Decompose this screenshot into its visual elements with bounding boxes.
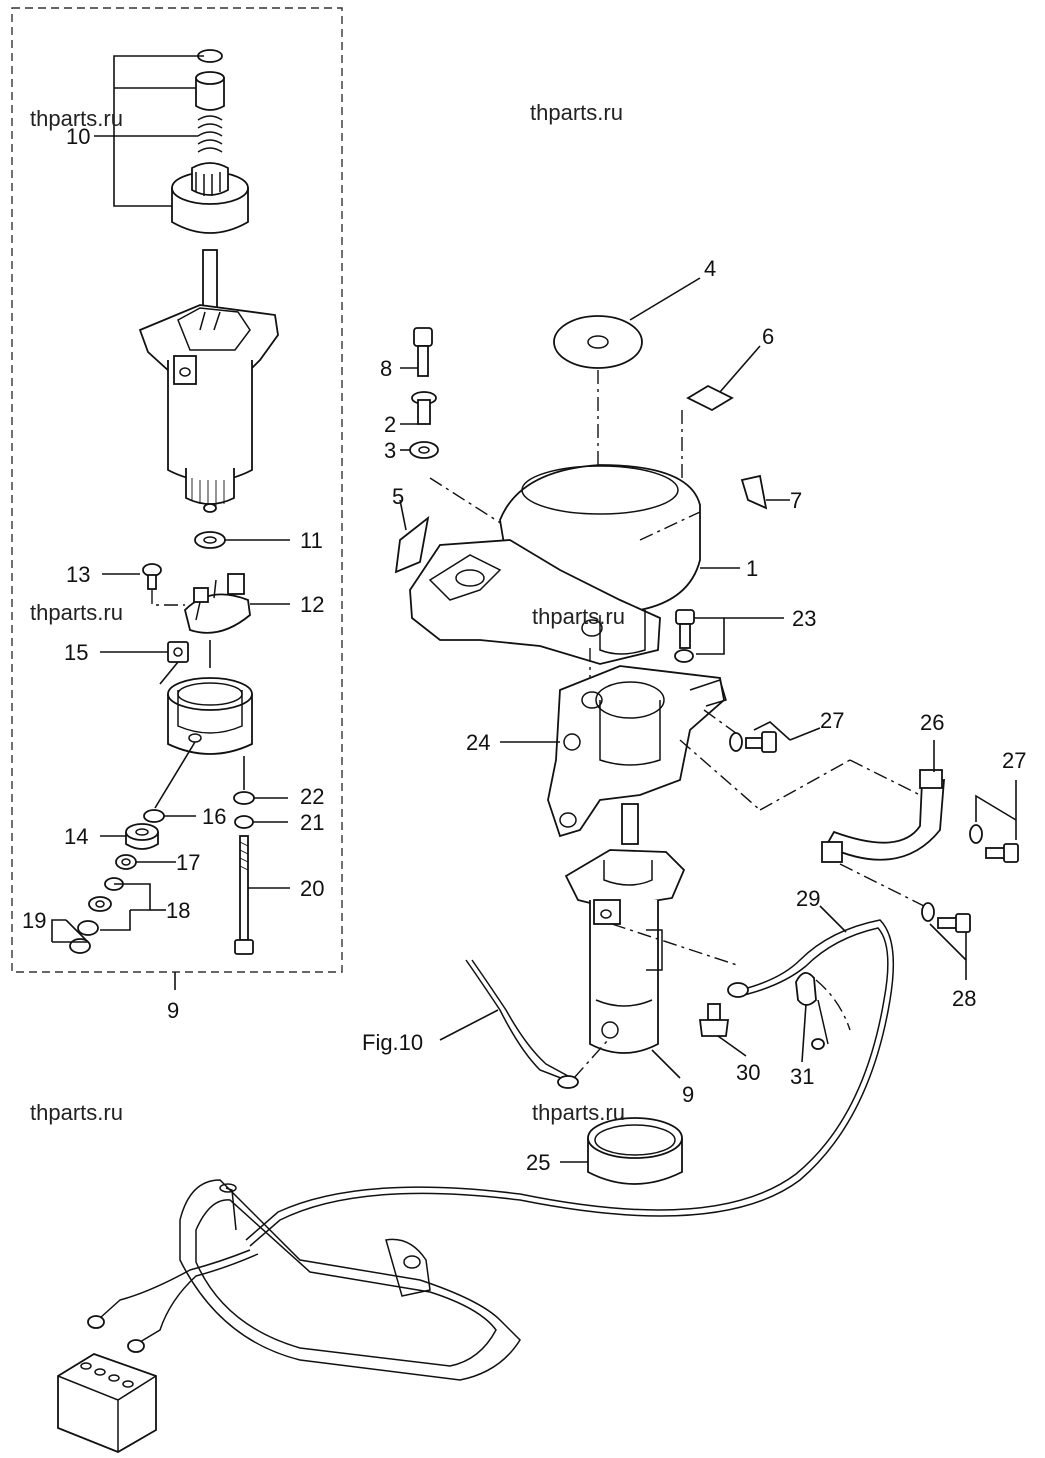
starter-assembly-box xyxy=(11,7,343,973)
starter-motor-body xyxy=(138,249,279,513)
watermark: thparts.ru xyxy=(30,600,123,625)
pinion-gear xyxy=(171,162,249,234)
square-nut xyxy=(167,641,189,663)
strap-bolt-right xyxy=(985,843,1019,863)
callout-14: 14 xyxy=(64,824,88,849)
nut-lower xyxy=(77,920,99,936)
starter-band xyxy=(587,1117,683,1185)
watermark: thparts.ru xyxy=(532,604,625,629)
callout-11: 11 xyxy=(300,528,323,553)
callout-19: 19 xyxy=(22,908,46,933)
pinion-stopper xyxy=(195,71,225,111)
callout-8: 8 xyxy=(380,356,392,381)
o-ring xyxy=(143,809,165,823)
brush-screw xyxy=(142,563,162,590)
callout-23: 23 xyxy=(792,606,816,631)
callout-10: 10 xyxy=(66,124,90,149)
callout-5: 5 xyxy=(392,484,404,509)
callout-25: 25 xyxy=(526,1150,550,1175)
grommet-washer xyxy=(409,441,439,459)
collar-bushing xyxy=(411,391,437,425)
callout-30: 30 xyxy=(736,1060,760,1085)
flywheel-cover xyxy=(409,464,701,665)
terminal-boot xyxy=(795,972,851,1050)
clamp-bolt xyxy=(937,913,971,933)
callout-9-motor: 9 xyxy=(682,1082,694,1107)
callout-26: 26 xyxy=(920,710,944,735)
decal-disk xyxy=(553,315,643,369)
callout-24: 24 xyxy=(466,730,490,755)
clamp-washer xyxy=(921,902,935,922)
callout-28: 28 xyxy=(952,986,976,1011)
rubber-grommet xyxy=(125,823,159,850)
brush-holder xyxy=(184,573,251,634)
fig10-wire xyxy=(465,959,579,1089)
pinion-spring xyxy=(197,115,223,153)
callout-7: 7 xyxy=(790,488,802,513)
callout-27-right: 27 xyxy=(1002,748,1026,773)
watermark: thparts.ru xyxy=(30,1100,123,1125)
callout-16: 16 xyxy=(202,804,226,829)
callout-4: 4 xyxy=(704,256,716,281)
through-bolt xyxy=(234,835,254,955)
callout-12: 12 xyxy=(300,592,324,617)
bracket-washer xyxy=(674,649,694,663)
callout-6: 6 xyxy=(762,324,774,349)
caution-label xyxy=(686,384,734,412)
hull-frame xyxy=(87,1179,521,1381)
callout-22: 22 xyxy=(300,784,324,809)
callout-15: 15 xyxy=(64,640,88,665)
watermark: thparts.ru xyxy=(532,1100,625,1125)
end-cover xyxy=(167,677,253,755)
callout-3: 3 xyxy=(384,438,396,463)
nut-upper xyxy=(88,896,112,912)
starter-motor-assembled xyxy=(564,803,686,1054)
watermark: thparts.ru xyxy=(30,106,123,131)
callout-20: 20 xyxy=(300,876,324,901)
starter-bracket xyxy=(547,665,727,838)
callout-2: 2 xyxy=(384,412,396,437)
callout-fig10: Fig.10 xyxy=(362,1030,423,1055)
callout-9-box: 9 xyxy=(167,998,179,1023)
terminal-nut xyxy=(698,1003,730,1037)
strap-washer-right xyxy=(969,824,983,844)
battery xyxy=(57,1353,157,1453)
callout-29: 29 xyxy=(796,886,820,911)
bracket-bolt xyxy=(675,609,695,649)
watermark: thparts.ru xyxy=(530,100,623,125)
bolt-washer-lower xyxy=(234,815,254,829)
callout-18: 18 xyxy=(166,898,190,923)
bolt-washer-upper xyxy=(233,791,255,805)
callout-27-left: 27 xyxy=(820,708,844,733)
callout-17: 17 xyxy=(176,850,200,875)
plain-washer xyxy=(115,854,137,870)
strap-bolt-left xyxy=(745,731,777,753)
callout-13: 13 xyxy=(66,562,90,587)
motor-strap xyxy=(821,769,945,863)
callout-1: 1 xyxy=(746,556,758,581)
strap-washer-left xyxy=(729,732,743,752)
small-decal xyxy=(740,474,768,510)
callout-21: 21 xyxy=(300,810,324,835)
cover-bolt xyxy=(413,327,433,377)
callout-31: 31 xyxy=(790,1064,814,1089)
thrust-washer xyxy=(194,531,226,549)
battery-cable xyxy=(245,919,895,1247)
side-decal xyxy=(394,515,430,574)
